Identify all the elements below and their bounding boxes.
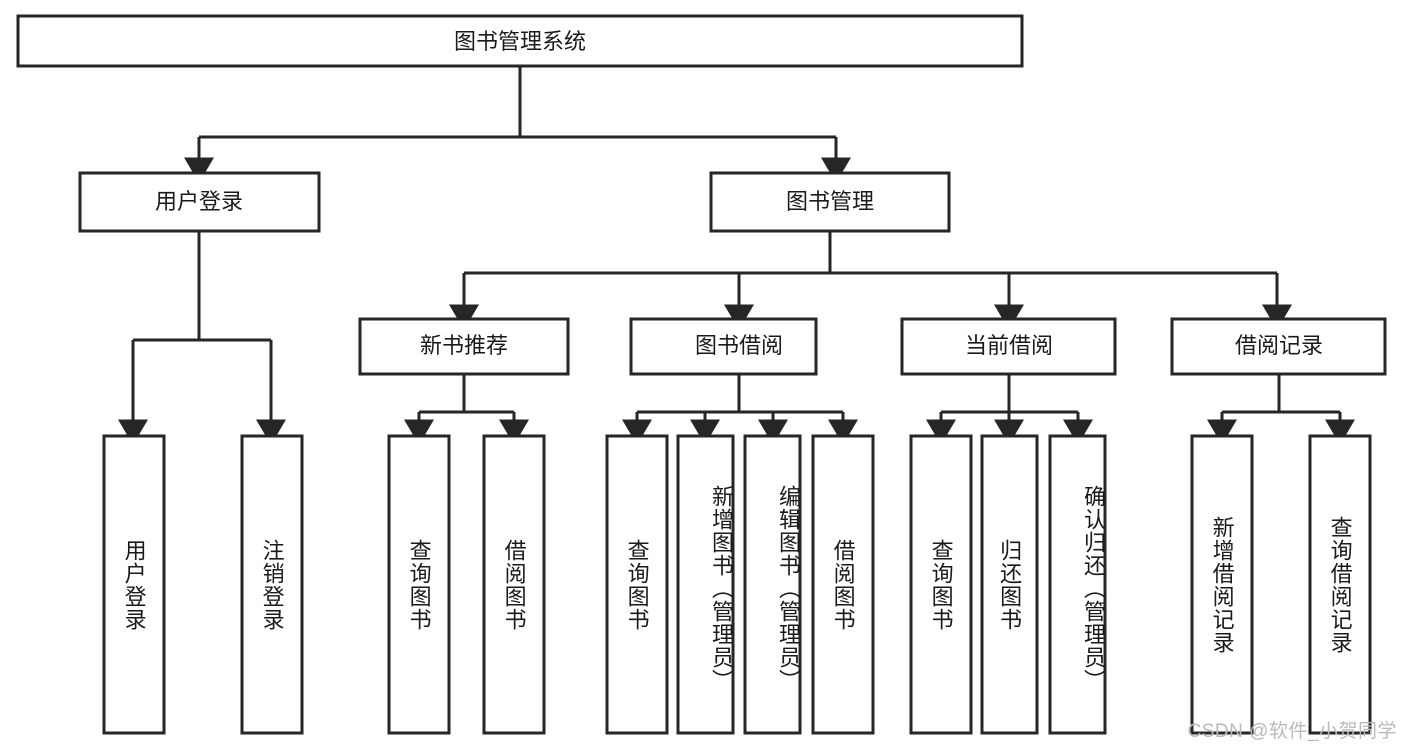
leaf-box-user-login[interactable] xyxy=(102,434,166,735)
node-book-manage[interactable]: 图书管理 xyxy=(709,171,951,233)
leaf-box-return-book[interactable] xyxy=(980,434,1039,735)
root-box xyxy=(16,14,1024,68)
leaf-box-borrow-book-1[interactable] xyxy=(482,434,546,735)
node-borrow-record[interactable]: 借阅记录 xyxy=(1170,317,1387,376)
leaf-box-query-book-2[interactable] xyxy=(605,434,669,735)
leaf-box-query-record[interactable] xyxy=(1308,434,1372,735)
node-new-book-recommend[interactable]: 新书推荐 xyxy=(358,317,570,376)
leaf-box-edit-book[interactable] xyxy=(743,434,802,735)
borrow-record-label: 借阅记录 xyxy=(1235,333,1323,358)
current-borrow-box xyxy=(900,317,1117,376)
borrow-record-box xyxy=(1170,317,1387,376)
book-manage-label: 图书管理 xyxy=(786,189,874,214)
leaf-box-borrow-book-2[interactable] xyxy=(811,434,875,735)
node-user-login[interactable]: 用户登录 xyxy=(78,171,321,233)
leaf-box-query-book-3[interactable] xyxy=(909,434,973,735)
book-borrow-box xyxy=(629,317,818,376)
node-root[interactable]: 图书管理系统 xyxy=(16,14,1024,68)
book-manage-box xyxy=(709,171,951,233)
new-book-recommend-label: 新书推荐 xyxy=(420,333,508,358)
current-borrow-label: 当前借阅 xyxy=(965,333,1053,358)
leaf-box-query-book-1[interactable] xyxy=(387,434,451,735)
book-borrow-label: 图书借阅 xyxy=(695,333,783,358)
leaf-box-confirm-return[interactable] xyxy=(1048,434,1107,735)
user-login-label: 用户登录 xyxy=(155,189,243,214)
new-book-recommend-box xyxy=(358,317,570,376)
leaf-box-logout[interactable] xyxy=(240,434,304,735)
node-current-borrow[interactable]: 当前借阅 xyxy=(900,317,1117,376)
leaf-box-add-record[interactable] xyxy=(1190,434,1254,735)
csdn-watermark: CSDN @软件_小贺同学 xyxy=(1187,721,1397,742)
node-book-borrow[interactable]: 图书借阅 xyxy=(629,317,818,376)
root-label: 图书管理系统 xyxy=(454,29,586,54)
leaf-box-add-book[interactable] xyxy=(676,434,735,735)
